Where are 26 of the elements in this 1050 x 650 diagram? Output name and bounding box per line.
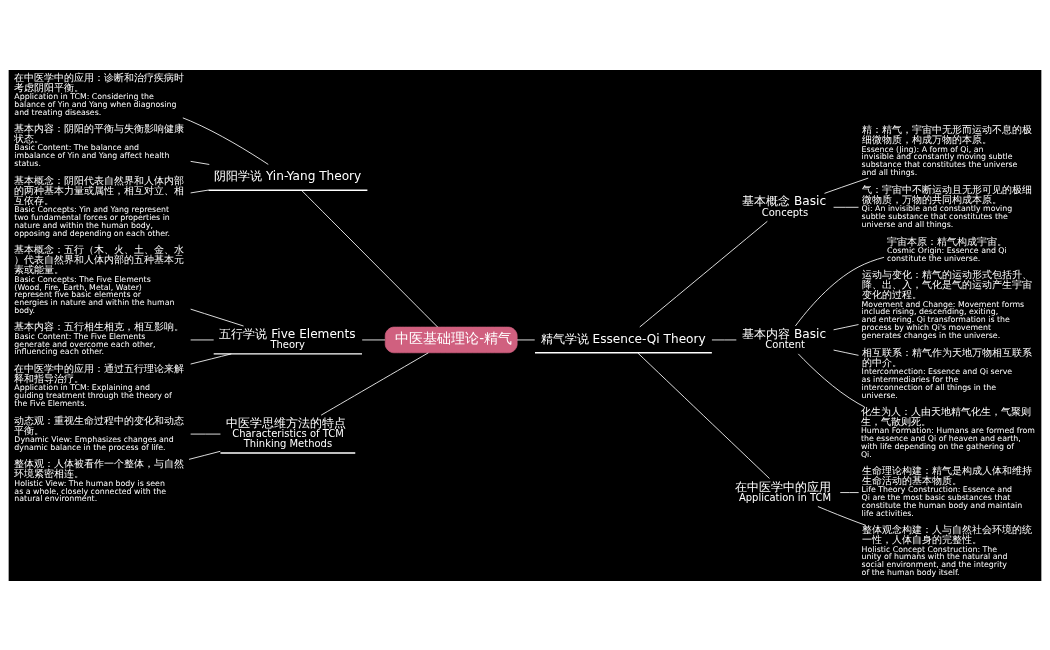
node-text: 精气学说 Essence-Qi Theory [540, 331, 706, 346]
connector [839, 491, 860, 493]
node-text: 中医学思维方法的特点 Characteristics of TCM Thinking Methods [226, 415, 347, 449]
node-text: 五行学说 Five Elements Theory [219, 326, 356, 350]
node-text: 基本内容 Basic Content [742, 326, 827, 350]
connector [795, 256, 885, 326]
node-text: 基本概念 Basic Concepts [742, 193, 827, 218]
connector [637, 352, 770, 479]
connector [639, 220, 768, 327]
connector [190, 353, 232, 364]
connector [182, 116, 269, 165]
connector [301, 189, 439, 327]
connector [188, 450, 221, 460]
connector [190, 160, 210, 165]
node-text: 在中医学中的应用 Application in TCM [735, 479, 832, 503]
connector [833, 206, 859, 208]
connector [797, 352, 866, 407]
connector [833, 349, 859, 356]
connector [833, 323, 859, 330]
connector [817, 505, 867, 526]
node-box: 中医基础理论-精气 [384, 326, 518, 353]
connector [190, 189, 209, 193]
connector [824, 177, 869, 194]
connector [190, 308, 244, 326]
connector [320, 351, 429, 416]
node-text: 阴阳学说 Yin-Yang Theory [214, 168, 362, 183]
